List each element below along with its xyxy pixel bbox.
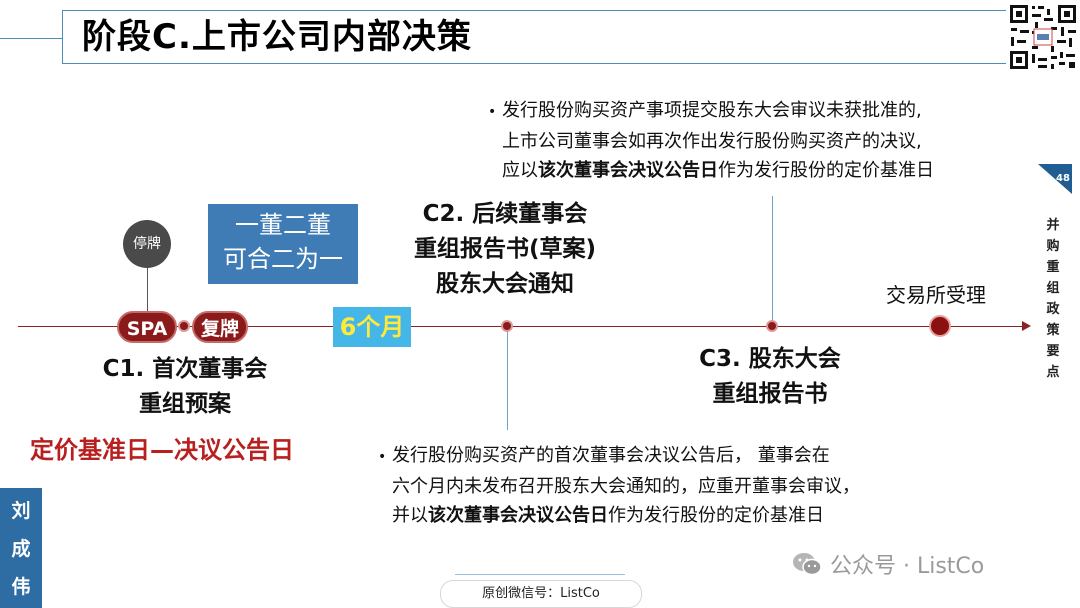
note-top-line1: 发行股份购买资产事项提交股东大会审议未获批准的, xyxy=(502,100,922,121)
timeline xyxy=(18,326,1024,327)
page-title: 阶段C.上市公司内部决策 xyxy=(82,17,472,57)
timeline-dot-c2 xyxy=(501,320,513,332)
node-c3-line1: C3. 股东大会 xyxy=(699,346,841,372)
note-top: •发行股份购买资产事项提交股东大会审议未获批准的, 上市公司董事会如再次作出发行… xyxy=(488,100,934,181)
wechat-id-label: 原创微信号：ListCo xyxy=(440,580,642,608)
spa-badge: SPA xyxy=(117,311,177,343)
period-label: 6个月 xyxy=(333,307,411,347)
note-top-line3-bold: 该次董事会决议公告日 xyxy=(538,160,718,181)
node-c2-line2: 重组报告书(草案) xyxy=(413,236,597,262)
connector-bottom-c2 xyxy=(507,326,508,430)
note-bottom-line3-pre: 并以 xyxy=(392,505,428,526)
watermark-text: 公众号 · ListCo xyxy=(830,554,985,579)
node-c2-line3: 股东大会通知 xyxy=(436,271,574,297)
timeline-dot-c3 xyxy=(766,320,778,332)
author-char-1: 刘 xyxy=(11,500,31,522)
note-bottom-line1: 发行股份购买资产的首次董事会决议公告后， 董事会在 xyxy=(392,445,830,466)
note-top-line3-post: 作为发行股份的定价基准日 xyxy=(718,160,934,181)
note-top-line2: 上市公司董事会如再次作出发行股份购买资产的决议, xyxy=(502,131,922,152)
exchange-acceptance-label: 交易所受理 xyxy=(886,283,986,307)
page-number-badge: 48 xyxy=(1038,164,1072,194)
qr-code-icon xyxy=(1007,2,1079,72)
node-c2: C2. 后续董事会 重组报告书(草案) 股东大会通知 xyxy=(360,197,650,302)
node-c1-line2: 重组预案 xyxy=(139,391,231,417)
merge-box-line2: 可合二为一 xyxy=(223,245,343,273)
page-number: 48 xyxy=(1056,173,1070,184)
node-c3-line2: 重组报告书 xyxy=(712,381,828,407)
note-bottom-line3-post: 作为发行股份的定价基准日 xyxy=(608,505,824,526)
merge-box: 一董二董 可合二为一 xyxy=(208,204,358,284)
title-frame xyxy=(62,10,1006,64)
resume-badge: 复牌 xyxy=(192,311,248,343)
node-c1-line1: C1. 首次董事会 xyxy=(102,356,268,382)
author-char-2: 成 xyxy=(11,538,31,560)
merge-box-line1: 一董二董 xyxy=(235,211,331,239)
connector-top-c3 xyxy=(772,196,773,326)
note-bottom-line2: 六个月内未发布召开股东大会通知的，应重开董事会审议， xyxy=(392,476,860,497)
vertical-series-title: 并购重组政策要点 xyxy=(1046,218,1060,380)
note-top-line3-pre: 应以 xyxy=(502,160,538,181)
wechat-icon xyxy=(793,553,822,576)
suspension-badge: 停牌 xyxy=(123,220,171,268)
pricing-reference-date: 定价基准日—决议公告日 xyxy=(30,436,294,464)
title-left-line xyxy=(0,38,62,39)
note-bottom: •发行股份购买资产的首次董事会决议公告后， 董事会在 六个月内未发布召开股东大会… xyxy=(378,445,860,526)
author-name: 刘 成 伟 xyxy=(0,488,42,608)
note-bottom-line3-bold: 该次董事会决议公告日 xyxy=(428,505,608,526)
timeline-arrow-icon xyxy=(1022,321,1031,331)
timeline-dot-spa xyxy=(178,320,190,332)
author-char-3: 伟 xyxy=(11,576,31,598)
wechat-divider xyxy=(455,574,625,575)
timeline-dot-exchange xyxy=(929,315,951,337)
connector-suspension xyxy=(147,266,148,312)
node-c1: C1. 首次董事会 重组预案 xyxy=(40,352,330,422)
watermark: 公众号 · ListCo xyxy=(792,548,984,580)
node-c2-line1: C2. 后续董事会 xyxy=(422,201,588,227)
node-c3: C3. 股东大会 重组报告书 xyxy=(640,342,900,412)
